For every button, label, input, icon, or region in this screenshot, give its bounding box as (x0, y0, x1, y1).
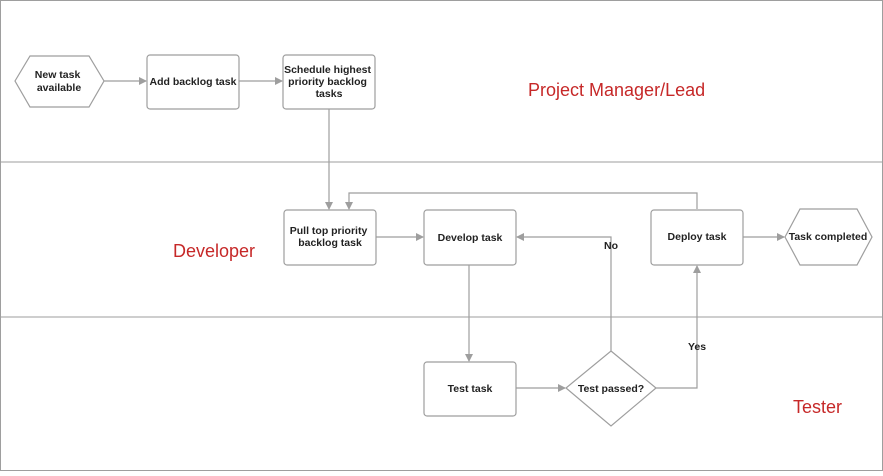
node-text-line: available (37, 82, 82, 94)
node-pull-top-priority: Pull top priority backlog task (283, 209, 377, 266)
node-new-task: New task available (14, 55, 105, 108)
node-test-passed-label: Test passed? (578, 383, 644, 395)
node-new-task-label: New task available (35, 69, 83, 94)
node-test-task-label: Test task (448, 383, 493, 395)
edge-deploy-loop-to-pull (345, 192, 698, 210)
node-develop-task: Develop task (423, 209, 517, 266)
node-text-line: Test task (448, 383, 493, 395)
edge-decision-no (516, 233, 612, 351)
node-text-line: Develop task (438, 232, 503, 244)
node-pull-top-priority-label: Pull top priority backlog task (290, 225, 371, 249)
node-text-line: priority backlog (288, 76, 367, 88)
lane-label-project-manager: Project Manager/Lead (528, 80, 705, 100)
node-text-line: Pull top priority (290, 225, 368, 237)
node-schedule-backlog-label: Schedule highest priority backlog tasks (284, 64, 374, 100)
edge-label-yes: Yes (688, 341, 706, 353)
edge-decision-yes (656, 265, 701, 389)
node-add-backlog-task-label: Add backlog task (150, 76, 237, 88)
node-text-line: New task (35, 69, 81, 81)
node-text-line: Test passed? (578, 383, 644, 395)
node-text-line: backlog task (298, 237, 362, 249)
node-deploy-task: Deploy task (650, 209, 744, 266)
node-task-completed: Task completed (784, 208, 873, 266)
edge-label-no: No (604, 240, 618, 252)
lane-label-developer: Developer (173, 241, 255, 261)
node-text-line: tasks (316, 88, 343, 100)
node-schedule-backlog: Schedule highest priority backlog tasks (282, 54, 376, 110)
node-text-line: Add backlog task (150, 76, 237, 88)
node-text-line: Task completed (789, 231, 868, 243)
node-task-completed-label: Task completed (789, 231, 868, 243)
node-test-passed-decision: Test passed? (565, 350, 657, 427)
lane-label-tester: Tester (793, 397, 842, 417)
node-text-line: Deploy task (668, 231, 727, 243)
node-text-line: Schedule highest (284, 64, 371, 76)
node-test-task: Test task (423, 361, 517, 417)
node-develop-task-label: Develop task (438, 232, 503, 244)
node-deploy-task-label: Deploy task (668, 231, 727, 243)
node-add-backlog-task: Add backlog task (146, 54, 240, 110)
